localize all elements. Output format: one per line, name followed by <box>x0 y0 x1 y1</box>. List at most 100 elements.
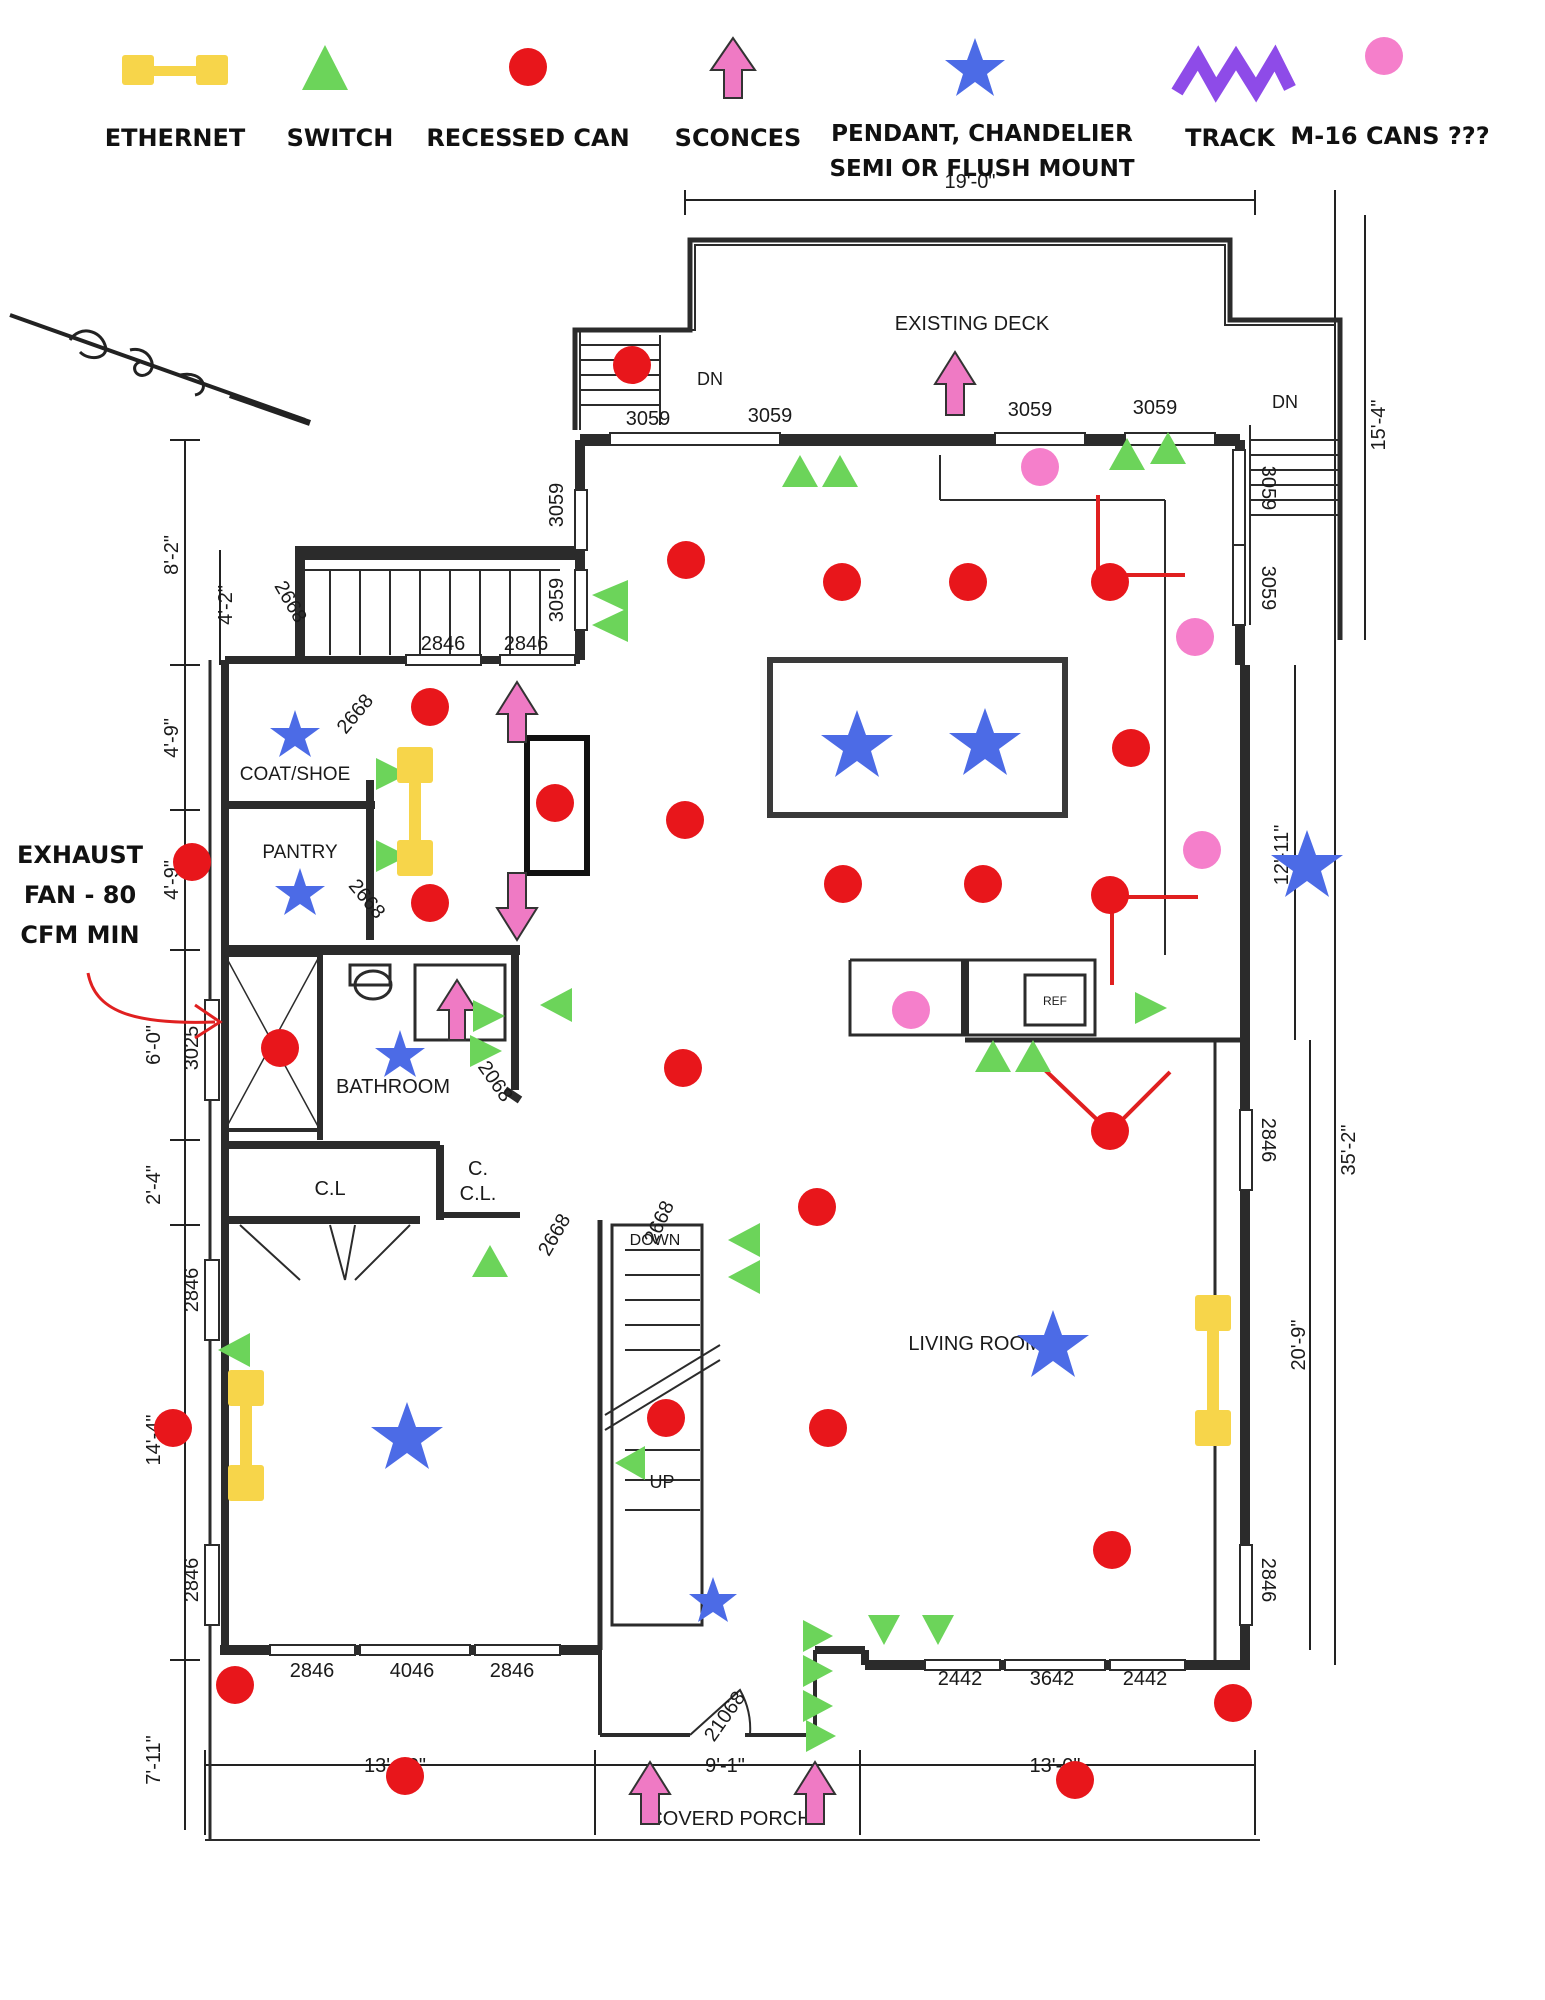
window-3059-label: 3059 <box>1257 466 1279 511</box>
refrigerator-label: REF <box>1043 994 1067 1008</box>
covered-porch-label: COVERD PORCH <box>648 1808 811 1830</box>
pendant-stars <box>270 708 1343 1622</box>
north-arrow-icon <box>9 313 311 426</box>
exhaust-arrow-icon <box>86 972 216 1024</box>
pendant-star-icon <box>821 710 893 777</box>
living-room-label: LIVING ROOM <box>908 1333 1041 1355</box>
switch-icon <box>728 1260 760 1294</box>
pendant-star-icon <box>689 1577 737 1622</box>
window-2846-label: 2846 <box>181 1558 203 1603</box>
recessed-can <box>1091 563 1129 601</box>
room-labels: EXISTING DECK COAT/SHOE PANTRY BATHROOM … <box>240 313 1298 1830</box>
recessed-can <box>1112 729 1150 767</box>
legend-m16-label: M-16 CANS ??? <box>1290 122 1489 150</box>
sconces <box>436 350 977 1825</box>
track-icon <box>1171 44 1296 103</box>
recessed-can <box>798 1188 836 1226</box>
dim-left-1-label: 8'-2" <box>161 535 183 575</box>
switch-icon <box>1150 432 1186 464</box>
recessed-cans <box>154 346 1252 1799</box>
sconce-icon <box>495 680 539 743</box>
door-2846-label: 2846 <box>421 633 466 655</box>
m16-can-icon <box>1365 37 1403 75</box>
switch-icon <box>376 758 408 790</box>
recessed-can <box>613 346 651 384</box>
switch-icon <box>615 1446 645 1480</box>
legend: ETHERNET SWITCH RECESSED CAN SCONCES PEN… <box>105 36 1490 182</box>
recessed-can <box>261 1029 299 1067</box>
door-2668-label: 2668 <box>333 690 378 738</box>
pendant-star-icon <box>375 1030 425 1077</box>
switch-icon <box>218 1333 250 1367</box>
switch-icon <box>1109 438 1145 470</box>
recessed-can <box>1056 1761 1094 1799</box>
m16-cans <box>892 448 1221 1029</box>
recessed-can <box>386 1757 424 1795</box>
exhaust-note-line-1: EXHAUST <box>17 841 144 869</box>
ethernet-icon <box>228 1370 264 1501</box>
switch-icon <box>473 1000 505 1032</box>
window-2846-label: 2846 <box>290 1660 335 1682</box>
recessed-can <box>809 1409 847 1447</box>
switch-icon <box>472 1245 508 1277</box>
pendant-star-icon <box>1271 830 1343 897</box>
pantry-label: PANTRY <box>262 842 338 863</box>
recessed-can <box>667 541 705 579</box>
window-3059-label: 3059 <box>1133 397 1178 419</box>
switch-icon <box>592 580 628 612</box>
recessed-can <box>1214 1684 1252 1722</box>
cl-label: C.L <box>314 1178 345 1200</box>
windows <box>204 432 1253 1671</box>
door-2668-label: 2668 <box>344 875 389 923</box>
sconce-icon <box>709 36 757 99</box>
window-4046-label: 4046 <box>390 1660 435 1682</box>
switch-icon <box>822 455 858 487</box>
window-2846-label: 2846 <box>181 1268 203 1313</box>
switch-icon <box>782 455 818 487</box>
recessed-can <box>1093 1531 1131 1569</box>
recessed-can <box>823 563 861 601</box>
recessed-can <box>411 884 449 922</box>
switch-icon <box>592 608 628 642</box>
sconce-icon <box>933 350 977 416</box>
recessed-can <box>664 1049 702 1087</box>
kitchen-island <box>767 657 1068 818</box>
switch-icon <box>540 988 572 1022</box>
exterior-walls <box>205 237 1343 1841</box>
dim-left-8-label: 7'-11" <box>143 1735 165 1784</box>
switch-icon <box>975 1040 1011 1072</box>
legend-recessed-label: RECESSED CAN <box>426 124 629 152</box>
window-3059-label: 3059 <box>626 408 671 430</box>
pendant-star-icon <box>270 710 320 757</box>
dim-top-label: 19'-0" <box>945 171 996 193</box>
window-3059-label: 3059 <box>1008 399 1053 421</box>
recessed-can <box>411 688 449 726</box>
dim-right-3-label: 35'-2" <box>1338 1125 1360 1176</box>
door-21068-label: 21068 <box>700 1687 750 1745</box>
pendant-star-icon <box>949 708 1021 775</box>
stair-down-label: DOWN <box>630 1232 681 1249</box>
recessed-can <box>1091 1112 1129 1150</box>
m16-can <box>1183 831 1221 869</box>
legend-track-label: TRACK <box>1185 124 1276 152</box>
exhaust-fan-note: EXHAUST FAN - 80 CFM MIN <box>17 841 223 1040</box>
recessed-can <box>1091 876 1129 914</box>
recessed-can <box>666 801 704 839</box>
dim-right-4-label: 20'-9" <box>1288 1320 1310 1371</box>
window-3642-label: 3642 <box>1030 1668 1075 1690</box>
exhaust-arrowhead-icon <box>194 1003 223 1040</box>
switch-icon <box>728 1223 760 1257</box>
ethernet-icon <box>397 747 433 876</box>
switch-icon <box>803 1690 833 1722</box>
window-3059-label: 3059 <box>1257 566 1279 611</box>
dim-left-5-label: 6'-0" <box>143 1025 165 1065</box>
range-box <box>524 735 590 876</box>
switch-icon <box>1135 992 1167 1024</box>
pendant-star-icon <box>275 868 325 915</box>
deck-dn-right-label: DN <box>1272 392 1298 412</box>
recessed-can <box>964 865 1002 903</box>
dim-left-2-label: 4'-2" <box>215 585 237 625</box>
dim-right-1-label: 15'-4" <box>1368 400 1390 451</box>
pendant-star-icon <box>1017 1310 1089 1377</box>
recessed-can <box>647 1399 685 1437</box>
